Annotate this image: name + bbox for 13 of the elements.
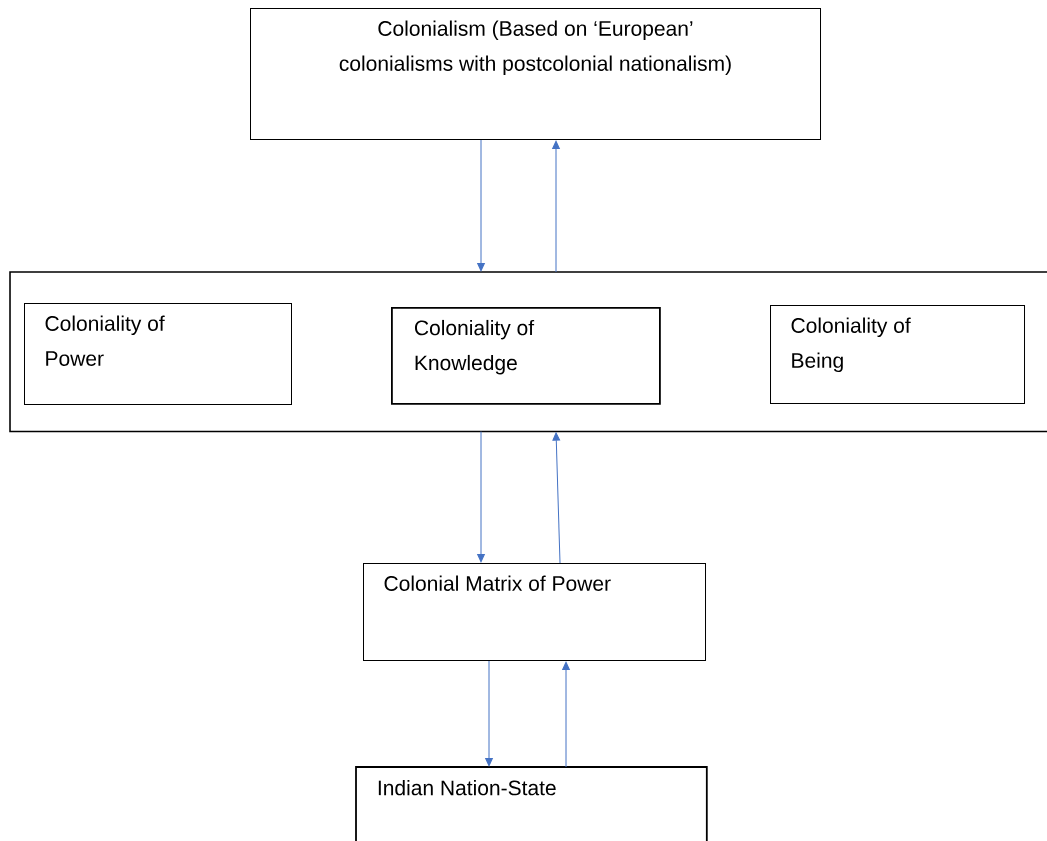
arrow	[477, 139, 485, 272]
text-box: Colonialism (Based on ‘European’ colonialisms with postcolonial nationalism)	[250, 8, 821, 140]
arrow	[485, 660, 493, 767]
arrow	[552, 140, 560, 273]
arrow	[562, 661, 570, 768]
text-box: Coloniality of Knowledge	[391, 307, 661, 405]
text-box: Indian Nation-State	[355, 766, 708, 841]
arrow	[552, 432, 561, 564]
arrow	[477, 431, 485, 563]
text-box: Coloniality of Being	[770, 305, 1025, 404]
text-box: Coloniality of Power	[24, 303, 292, 405]
band-box	[9, 271, 1047, 433]
text-box: Colonial Matrix of Power	[363, 563, 706, 661]
